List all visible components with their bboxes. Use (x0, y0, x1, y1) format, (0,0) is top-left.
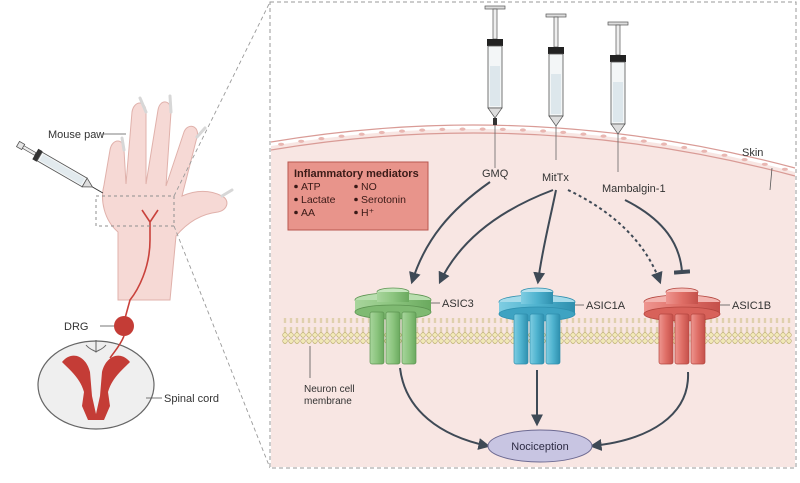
membrane-label-line2: membrane (304, 396, 352, 407)
asic3-channel (354, 287, 432, 365)
mediator-col2-bullet (354, 210, 358, 215)
skin-cell (419, 128, 426, 132)
spinal-cord-label: Spinal cord (164, 393, 219, 405)
asic3-label: ASIC3 (442, 298, 474, 310)
mittx-to-asic1a-arrow (533, 189, 557, 285)
skin-cell (640, 139, 647, 143)
mittx-to-asic3-arrow (438, 189, 554, 285)
skin-cell (681, 145, 688, 150)
asic1b-channel (643, 287, 721, 365)
skin-cell (519, 128, 526, 132)
mediator-col1-bullet (294, 197, 298, 202)
skin-cell (479, 127, 486, 131)
skin-cell (439, 127, 446, 131)
drg-ganglion (114, 316, 134, 336)
membrane-label-line1: Neuron cell (304, 384, 355, 395)
skin-cell (540, 129, 547, 133)
skin-cell (459, 127, 466, 131)
syringe-icon (15, 140, 104, 194)
mediator-col2-item: Serotonin (361, 194, 406, 206)
skin-cell (318, 137, 325, 141)
toxin-arrows (409, 181, 691, 285)
mediator-col1-item: ATP (301, 181, 321, 193)
mouse-paw-label: Mouse paw (48, 129, 104, 141)
mouse-paw-illustration (95, 1, 271, 469)
skin-cell (661, 142, 667, 146)
mediator-col2-bullet (354, 197, 358, 202)
skin-cell (560, 130, 567, 134)
skin-cells (278, 127, 788, 171)
mediator-col1-bullet (294, 210, 298, 215)
mediators-title: Inflammatory mediators (294, 168, 419, 180)
mediator-col2-item: H⁺ (361, 207, 375, 219)
skin-cell (741, 158, 748, 162)
mambalgin-inhibits-asic1b (624, 199, 691, 275)
skin-cell (761, 162, 768, 166)
asic1a-label: ASIC1A (586, 300, 626, 312)
mambalgin-label: Mambalgin-1 (602, 183, 666, 195)
nociception-node (487, 429, 593, 463)
mediator-col2-item: NO (361, 181, 377, 193)
asic1b-label: ASIC1B (732, 300, 771, 312)
gmq-label: GMQ (482, 168, 509, 180)
skin-label: Skin (742, 147, 763, 159)
skin-cell (721, 153, 728, 157)
mambalgin-syringe-icon (607, 21, 629, 172)
mediator-col1-item: Lactate (301, 194, 336, 206)
zoom-box (95, 195, 175, 227)
skin-cell (600, 134, 607, 138)
drg-label: DRG (64, 321, 88, 333)
skin-cell (298, 139, 305, 143)
skin-cell (338, 134, 345, 138)
asic1a-channel (498, 287, 576, 365)
skin-cell (358, 132, 365, 136)
spinal-cord-illustration (37, 335, 155, 430)
skin-cell (378, 130, 385, 135)
mittx-to-asic1b-dashed-arrow (567, 189, 663, 285)
mediator-col1-bullet (294, 184, 298, 189)
nociception-arrows (399, 367, 690, 451)
skin-cell (278, 142, 285, 146)
nociception-label: Nociception (511, 441, 568, 453)
mittx-label: MitTx (542, 172, 569, 184)
gmq-syringe-icon (484, 5, 506, 125)
left-panel: Mouse paw DRG Spinal cord (15, 1, 271, 469)
skin-cell (399, 129, 405, 133)
gmq-to-asic3-arrow (409, 181, 491, 285)
mittx-syringe-icon (545, 13, 567, 160)
skin-cell (701, 149, 708, 153)
skin-cell (580, 132, 587, 136)
mediator-col1-item: AA (301, 207, 315, 219)
skin-cell (499, 127, 506, 131)
skin-cell (781, 167, 788, 171)
right-panel: Skin (269, 1, 797, 469)
mediator-col2-bullet (354, 184, 358, 189)
skin-cell (620, 136, 627, 140)
